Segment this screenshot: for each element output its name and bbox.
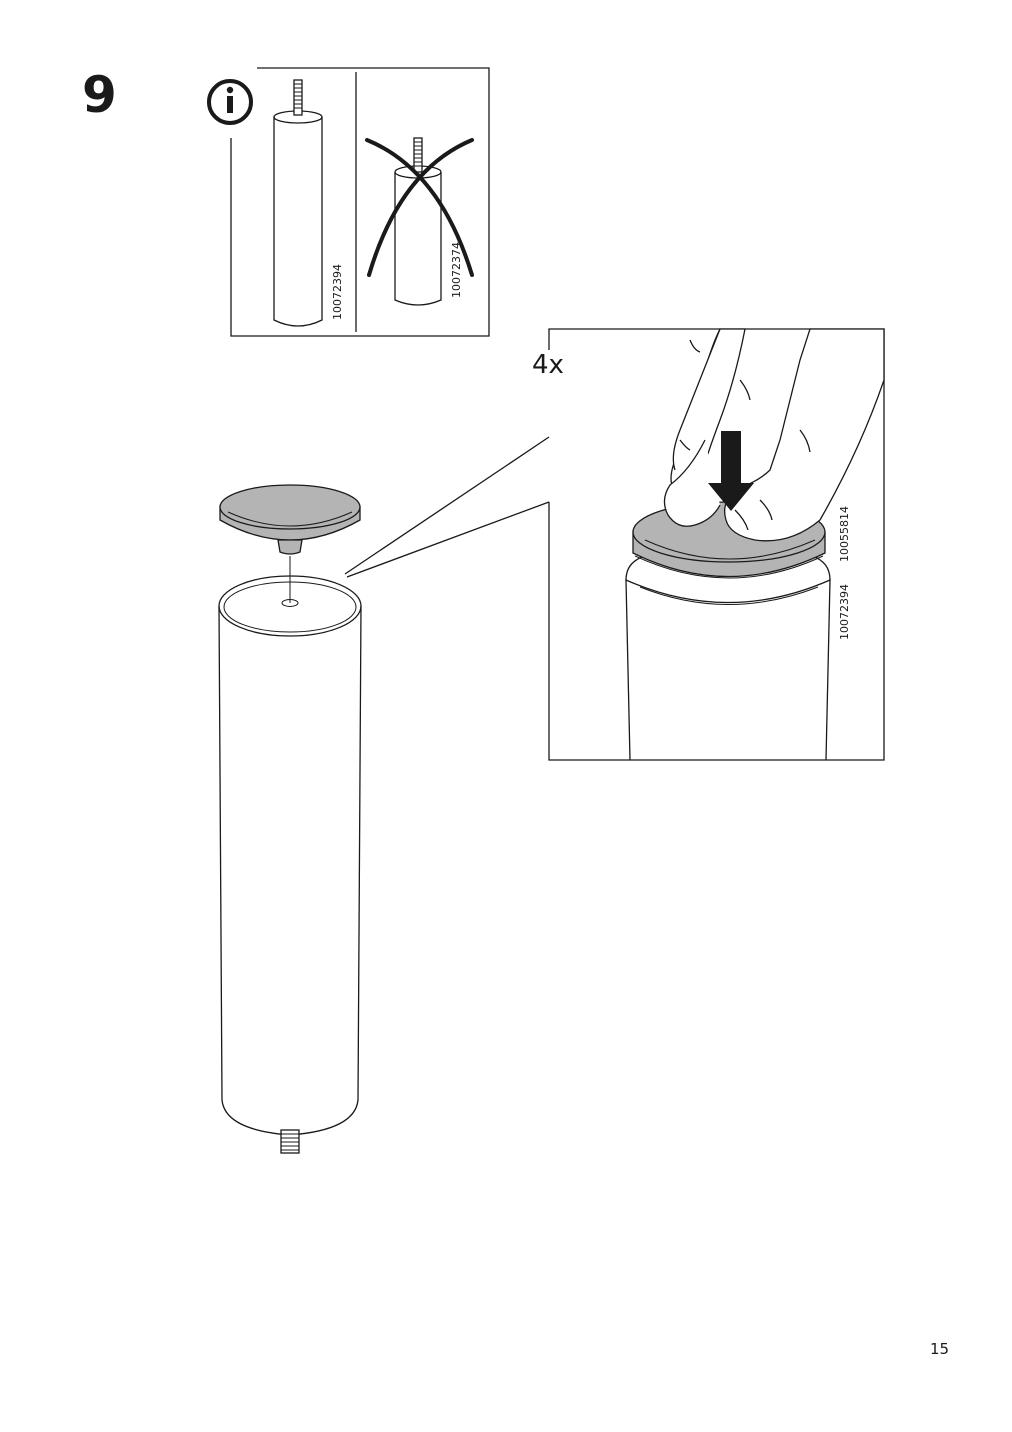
detail-panel	[344, 328, 885, 761]
leg-part-number: 10072394	[838, 584, 851, 640]
quantity-label: 4x	[530, 350, 566, 380]
push-down-arrow-icon	[708, 431, 754, 511]
page-number: 15	[930, 1340, 950, 1358]
detail-leg	[625, 555, 831, 761]
incorrect-part-number: 10072374	[450, 242, 463, 298]
correct-leg-illustration	[273, 79, 323, 327]
cross-out-icon	[365, 138, 474, 277]
incorrect-leg-illustration	[394, 137, 442, 306]
info-icon	[207, 79, 253, 125]
glide-part-number: 10055814	[838, 506, 851, 562]
main-glide	[219, 484, 361, 603]
step-number: 9	[82, 66, 117, 124]
correct-part-number: 10072394	[331, 264, 344, 320]
main-leg	[218, 575, 362, 1154]
info-panel	[230, 67, 490, 337]
hand-illustration	[663, 328, 885, 542]
